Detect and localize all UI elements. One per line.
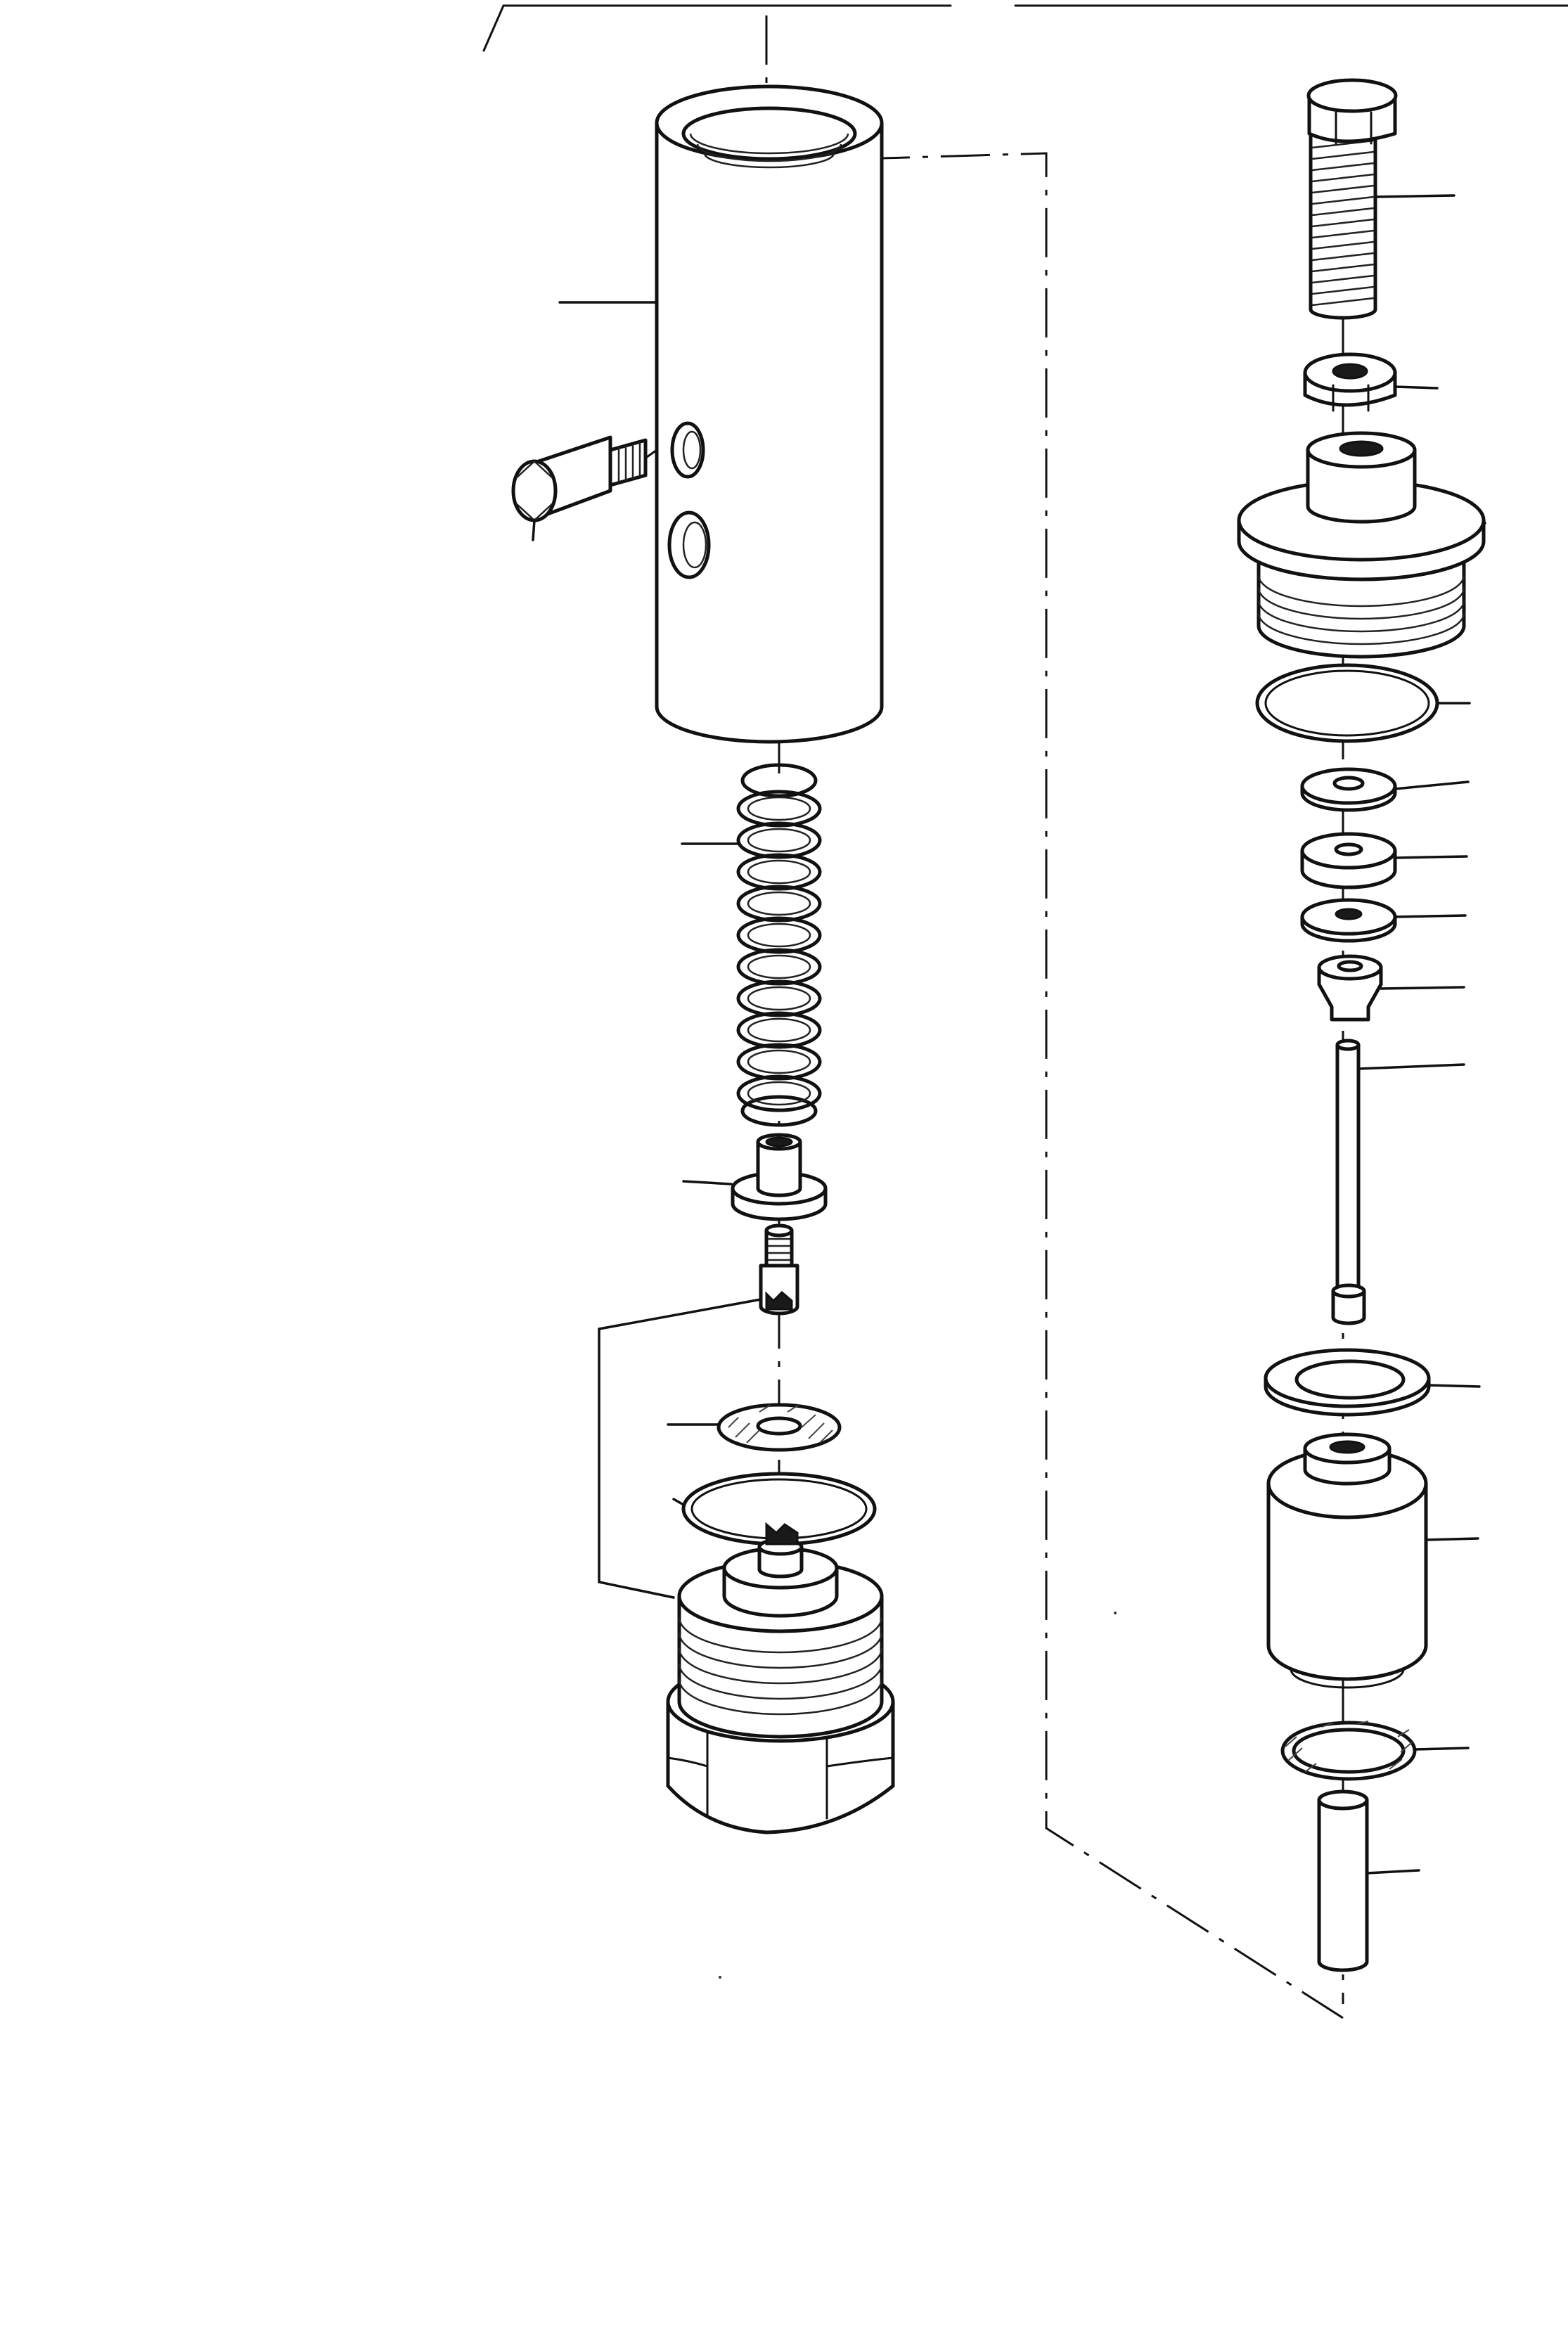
large-washer (1264, 1348, 1431, 1417)
valve-seat-nut (666, 1522, 895, 1834)
seal-washer (716, 1403, 842, 1452)
leader-pin (1365, 1869, 1420, 1875)
leader-washer-lower (1394, 914, 1467, 918)
leader-poppet (1380, 986, 1465, 990)
gasket (1280, 1721, 1417, 1781)
leader-o-ring (672, 1498, 685, 1506)
leader-push-rod (1357, 1063, 1465, 1070)
leader-gasket (1413, 1747, 1470, 1751)
spacer (1300, 832, 1397, 889)
leader-washer-upper (1394, 780, 1470, 790)
washer-lower (1300, 898, 1397, 943)
frame-bracket (482, 4, 1568, 52)
leader-cylinder-body (1425, 1537, 1479, 1541)
cap-o-ring (1255, 663, 1439, 743)
hex-nut (1303, 352, 1397, 412)
housing-tube (655, 84, 884, 744)
leader-valve-stem-bracket (598, 1298, 762, 1599)
leader-threaded-cap (1482, 519, 1486, 525)
spring-seat (731, 1133, 828, 1221)
leader-bleed-plug (532, 519, 536, 541)
hex-bolt (1306, 78, 1398, 320)
leader-large-washer (1427, 1384, 1481, 1388)
threaded-cap (1237, 431, 1486, 659)
leader-spacer (1394, 855, 1468, 859)
coil-spring (736, 763, 822, 1127)
cylinder-body (1266, 1432, 1428, 1689)
scan-specks (719, 1612, 1117, 1979)
pin (1317, 1789, 1369, 1972)
washer-upper (1300, 767, 1397, 812)
leader-hex-nut (1394, 385, 1439, 390)
leader-hex-bolt (1374, 194, 1455, 198)
bleed-plug (511, 435, 658, 522)
push-rod (1331, 1039, 1366, 1325)
valve-stem (759, 1223, 799, 1316)
poppet (1317, 954, 1383, 1022)
leader-spring-seat (682, 1180, 733, 1185)
